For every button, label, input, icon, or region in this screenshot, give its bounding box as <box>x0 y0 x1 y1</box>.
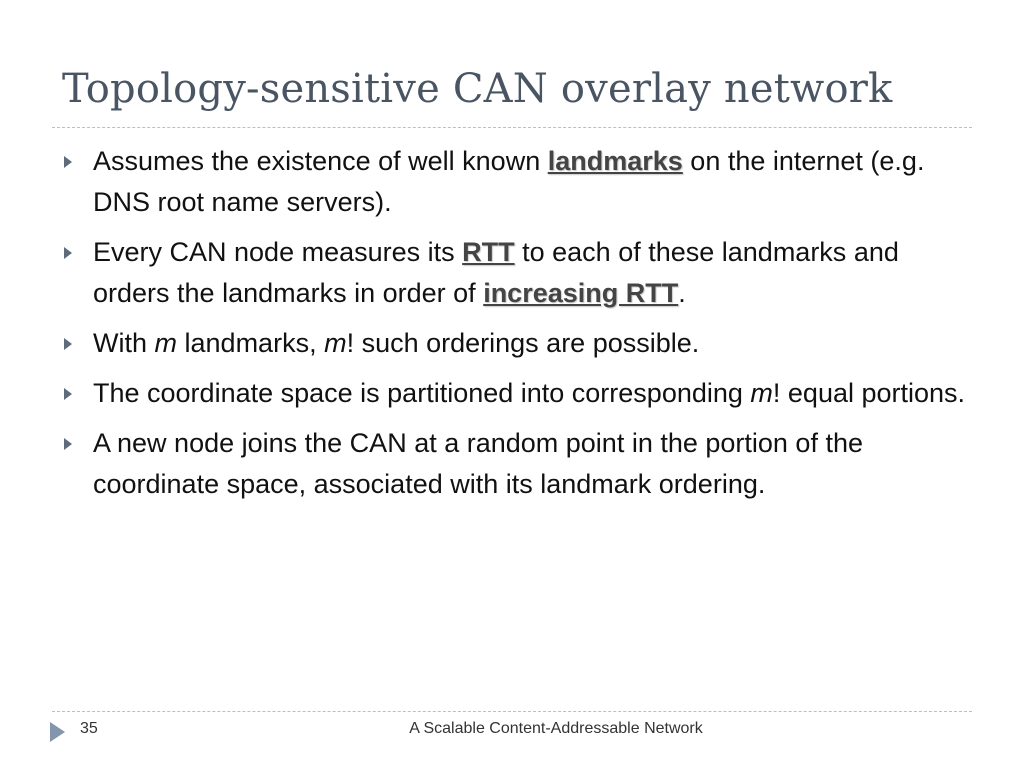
bullet-text: With <box>93 328 155 358</box>
bullet-item-4: The coordinate space is partitioned into… <box>60 373 970 414</box>
bullet-text: . <box>678 278 686 308</box>
bullet-text: The coordinate space is partitioned into… <box>93 378 751 408</box>
bullet-item-2: Every CAN node measures its RTT to each … <box>60 232 970 314</box>
bullet-text: Every CAN node measures its <box>93 237 463 267</box>
bullet-text: landmarks, <box>177 328 325 358</box>
variable-m: m <box>324 328 347 358</box>
page-number: 35 <box>80 720 98 737</box>
bullet-text: on the internet (e.g. DNS root name serv… <box>93 146 925 217</box>
bullet-arrow-icon <box>64 388 72 400</box>
bullet-text: to each of these landmarks and orders th… <box>93 237 899 308</box>
triangle-right-icon <box>50 722 65 742</box>
keyword-increasing-rtt: increasing RTT <box>483 278 679 308</box>
bullet-item-1: Assumes the existence of well known land… <box>60 141 970 223</box>
keyword-landmarks: landmarks <box>547 146 683 176</box>
footer-title: A Scalable Content-Addressable Network <box>409 720 703 737</box>
footer-divider <box>52 711 972 712</box>
bullet-item-3: With m landmarks, m! such orderings are … <box>60 323 970 364</box>
bullet-text: Assumes the existence of well known <box>93 146 548 176</box>
bullet-text: ! equal portions. <box>772 378 966 408</box>
bullet-arrow-icon <box>64 438 72 450</box>
variable-m: m <box>750 378 773 408</box>
variable-m: m <box>154 328 178 358</box>
title-divider <box>52 127 972 128</box>
bullet-text: ! such orderings are possible. <box>346 328 700 358</box>
slide-title: Topology-sensitive CAN overlay network <box>62 66 893 112</box>
keyword-rtt: RTT <box>462 237 515 267</box>
bullet-list: Assumes the existence of well known land… <box>60 141 970 514</box>
bullet-text: A new node joins the CAN at a random poi… <box>93 428 863 499</box>
bullet-item-5: A new node joins the CAN at a random poi… <box>60 423 970 505</box>
bullet-arrow-icon <box>64 156 72 168</box>
bullet-arrow-icon <box>64 338 72 350</box>
bullet-arrow-icon <box>64 247 72 259</box>
